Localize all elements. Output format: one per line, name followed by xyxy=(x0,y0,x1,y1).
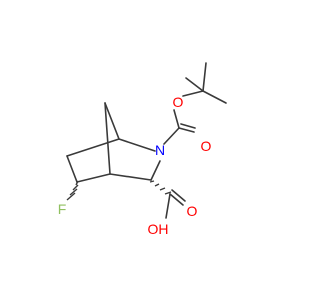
bond-oester-ct xyxy=(182,90,204,97)
fluorine-label: F xyxy=(58,201,67,217)
bond-boc-c-o xyxy=(178,127,195,133)
bond-acid-c-oh xyxy=(165,193,171,219)
stereo-hash-c5-f xyxy=(66,180,79,201)
molecule-structure: N O O O OH F xyxy=(58,62,227,237)
nitrogen-label: N xyxy=(155,142,165,158)
bond-ct-me-right xyxy=(202,90,227,104)
bond-boc-c-o-double xyxy=(180,123,196,129)
bond-acid-c-o-double xyxy=(171,189,186,202)
oxygen-acid-carbonyl-label: O xyxy=(187,203,198,219)
bond-acid-c-o xyxy=(169,193,184,206)
oxygen-ester-label: O xyxy=(173,94,184,110)
bond-c4-c3 xyxy=(109,173,152,181)
bond-c1-c7 xyxy=(104,102,120,140)
bond-c1-c6 xyxy=(66,138,120,157)
bond-n-c3 xyxy=(150,160,161,181)
bond-c7-c4 xyxy=(104,102,111,175)
bond-ct-me-top xyxy=(202,62,207,92)
hydroxyl-label: OH xyxy=(148,221,169,237)
stereo-hash-c3-cooh xyxy=(149,180,172,195)
bond-boc-c-oester xyxy=(173,109,180,129)
bond-n-c-boc xyxy=(163,127,180,145)
bond-c1-n xyxy=(118,138,156,152)
bond-ct-me-left xyxy=(185,77,204,92)
oxygen-boc-carbonyl-label: O xyxy=(201,138,212,154)
bond-c6-c5 xyxy=(66,155,78,183)
bond-c5-c4 xyxy=(76,173,111,183)
